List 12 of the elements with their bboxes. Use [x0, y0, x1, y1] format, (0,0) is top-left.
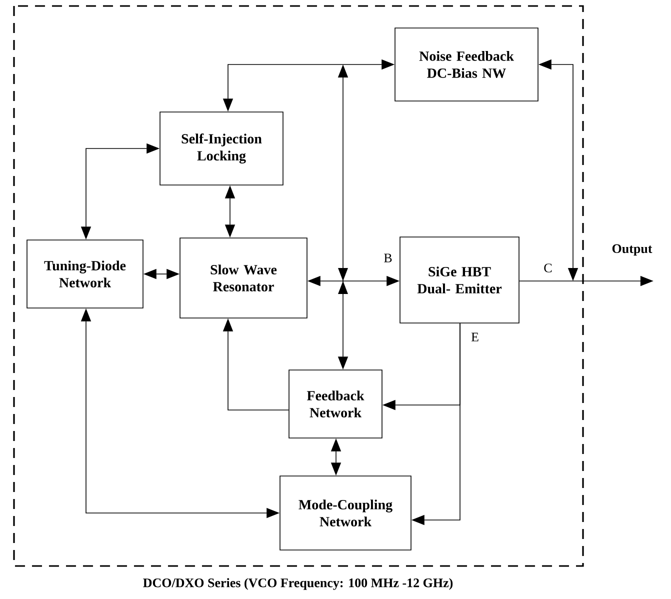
block-box: SiGe HBT Dual- Emitter	[400, 236, 520, 324]
block-box: Tuning-Diode Network	[26, 240, 144, 308]
terminal-label: E	[471, 332, 478, 342]
block-box: Noise Feedback DC-Bias NW	[394, 28, 538, 102]
terminal-label: B	[384, 254, 392, 262]
output-label: Output	[612, 244, 652, 256]
block-box: Mode-Coupling Network	[280, 476, 412, 550]
block-box: Slow Wave Resonator	[180, 238, 308, 318]
terminal-label: C	[544, 264, 552, 272]
block-box: Feedback Network	[288, 370, 382, 438]
block-box: Self-Injection Locking	[160, 112, 284, 186]
caption: DCO/DXO Series (VCO Frequency: 100 MHz -12 GHz)	[143, 578, 453, 590]
